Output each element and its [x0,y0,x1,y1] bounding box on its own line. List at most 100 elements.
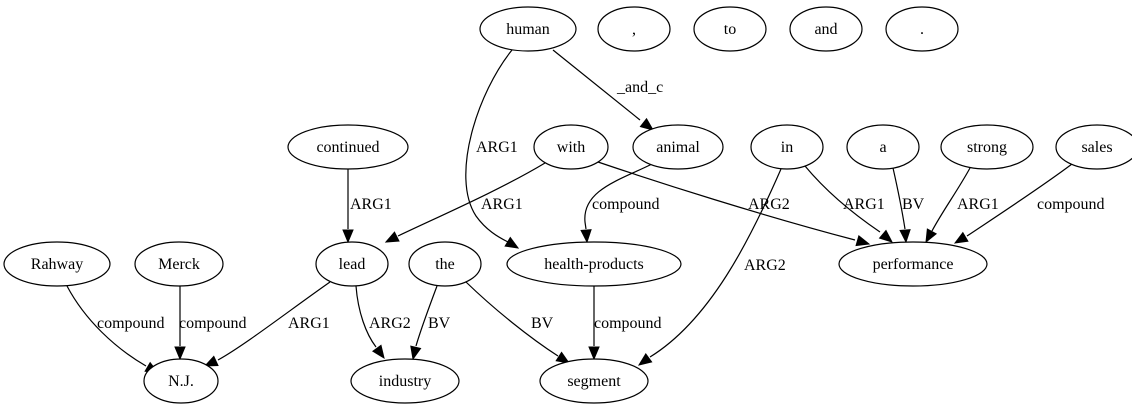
node-label: segment [567,373,621,390]
node-ellipse [1055,124,1132,170]
arrowhead-icon [637,352,653,366]
edge-animal-to-health_products: compound [580,163,660,244]
node-sales: sales [1055,124,1132,170]
edge-label: compound [594,315,662,332]
node-merck: Merck [134,241,224,287]
edge-human-to-health_products: ARG1 [465,49,520,249]
edge-label: ARG1 [481,196,523,213]
node-ellipse [134,241,224,287]
edge-label: ARG1 [843,196,885,213]
node-industry: industry [350,358,460,404]
arrowhead-icon [174,346,186,361]
node-label: sales [1081,139,1112,156]
node-performance: performance [838,241,988,287]
edge-label: compound [1037,196,1105,213]
edge-line [552,49,641,121]
edge-label: ARG1 [288,315,330,332]
arrowhead-icon [203,355,219,367]
node-ellipse [350,358,460,404]
edge-lead-to-industry: ARG2 [355,285,411,360]
arrowhead-icon [384,231,400,243]
node-a: a [846,124,920,170]
node-ellipse [287,124,409,170]
edge-label: compound [97,315,165,332]
arrowhead-icon [925,228,938,244]
node-ellipse [506,241,682,287]
edge-a-to-performance: BV [892,167,925,244]
edge-line [597,161,856,241]
edge-line [397,162,546,237]
arrowhead-icon [878,229,893,243]
node-label: , [632,21,636,38]
edge-in-to-segment: ARG2 [637,168,786,366]
node-ellipse [885,6,959,52]
node-ellipse [846,124,920,170]
edge-the-to-industry: BV [410,285,451,361]
node-ellipse [838,241,988,287]
edge-label: BV [531,315,554,332]
node-label: animal [656,139,700,156]
arrowhead-icon [410,345,422,361]
arrowhead-icon [639,117,655,131]
node-the: the [408,241,482,287]
arrowhead-icon [855,235,871,247]
node-rahway: Rahway [3,241,111,287]
node-ellipse [940,124,1034,170]
edge-with-to-performance: ARG2 [597,161,871,247]
edge-line [66,285,147,367]
node-label: Rahway [31,256,83,273]
node-animal: animal [632,124,724,170]
node-label: . [920,21,924,38]
node-ellipse [693,6,767,52]
node-in: in [750,124,824,170]
edge-human-to-animal: _and_c [552,49,663,131]
edge-line [892,167,906,230]
node-to: to [693,6,767,52]
edge-rahway-to-nj: compound [66,285,165,374]
arrowhead-icon [899,229,911,244]
node-label: strong [967,139,1007,156]
node-ellipse [479,6,577,52]
arrowhead-icon [580,229,592,244]
edge-label: _and_c [616,79,663,96]
node-nj: N.J. [143,358,219,404]
arrowhead-icon [504,236,520,249]
edge-strong-to-performance: ARG1 [925,167,999,244]
node-ellipse [632,124,724,170]
edge-label: ARG2 [748,196,790,213]
node-ellipse [3,241,111,287]
node-and: and [789,6,863,52]
edge-line [931,167,971,232]
node-label: lead [339,256,366,273]
node-ellipse [789,6,863,52]
edge-line [355,285,377,348]
edge-label: BV [902,196,925,213]
edge-with-to-lead: ARG1 [384,162,546,243]
node-ellipse [539,358,649,404]
edge-health_products-to-segment: compound [588,286,662,361]
arrowhead-icon [342,229,354,244]
node-label: and [814,21,837,38]
edge-in-to-performance: ARG1 [804,165,893,243]
node-label: human [506,21,550,38]
node-ellipse [408,241,482,287]
node-strong: strong [940,124,1034,170]
node-label: with [557,139,585,156]
edge-line [217,281,331,361]
edge-lead-to-nj: ARG1 [203,281,331,367]
node-ellipse [750,124,824,170]
node-continued: continued [287,124,409,170]
node-ellipse [315,241,389,287]
arrowhead-icon [371,344,385,360]
arrowhead-icon [953,231,969,244]
edge-the-to-segment: BV [465,281,571,364]
edge-label: ARG1 [476,139,518,156]
node-period: . [885,6,959,52]
edge-line [804,165,881,233]
edge-line [465,49,513,243]
node-human: human [479,6,577,52]
node-label: health-products [544,256,644,273]
edge-label: ARG2 [369,315,411,332]
node-label: performance [873,256,954,273]
